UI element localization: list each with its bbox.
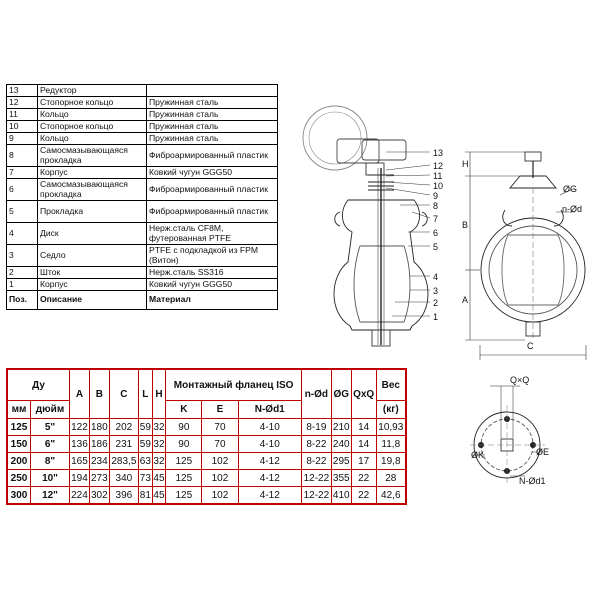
- specs-cell: 102: [201, 469, 239, 487]
- dim-nod-label: n-Ød: [562, 204, 582, 214]
- callout-12: 12: [433, 161, 443, 171]
- specs-cell: 42,6: [375, 486, 407, 505]
- specs-header-row-2: мм дюйм K E N-Ød1 (кг): [6, 400, 407, 419]
- callout-9: 9: [433, 191, 438, 201]
- callout-10: 10: [433, 181, 443, 191]
- flange-header: Монтажный фланец ISO: [165, 368, 302, 401]
- flange-ok-label: ØK: [471, 450, 484, 460]
- specs-header-row-1: Ду A B C L H Монтажный фланец ISO n-Ød Ø…: [6, 368, 407, 419]
- specs-cell: 12-22: [300, 486, 332, 505]
- specs-cell: 10": [30, 469, 70, 487]
- side-view: [465, 151, 587, 360]
- specs-cell: 4-12: [237, 469, 302, 487]
- parts-cell-mat: Фиброармированный пластик: [146, 200, 278, 223]
- callout-2: 2: [433, 298, 438, 308]
- flange-nod1-label: N-Ød1: [519, 476, 546, 486]
- specs-cell: 340: [108, 469, 140, 487]
- specs-cell: 19,8: [375, 452, 407, 470]
- specs-cell: 224: [69, 486, 90, 505]
- dim-og-label: ØG: [563, 184, 577, 194]
- specs-cell: 4-12: [237, 486, 302, 505]
- flange-oe-label: ØE: [536, 447, 549, 457]
- callout-4: 4: [433, 272, 438, 282]
- specs-cell: 12-22: [300, 469, 332, 487]
- specs-cell: 396: [108, 486, 140, 505]
- dim-a-label: A: [462, 295, 468, 305]
- callout-7: 7: [433, 214, 438, 224]
- gearbox: [336, 138, 380, 164]
- nod-header: n-Ød: [300, 368, 332, 419]
- dimension-lines: [465, 151, 587, 360]
- specs-table: Ду A B C L H Монтажный фланец ISO n-Ød Ø…: [6, 368, 407, 505]
- specs-cell: 202: [108, 418, 140, 436]
- callout-leaders: [385, 151, 431, 317]
- callout-8: 8: [433, 201, 438, 211]
- flange-view: [470, 385, 545, 485]
- specs-cell: 125: [165, 469, 203, 487]
- callout-11: 11: [433, 171, 442, 181]
- dim-b-label: B: [462, 220, 468, 230]
- parts-header-mat: Материал: [146, 290, 278, 310]
- specs-cell: 28: [375, 469, 407, 487]
- callout-6: 6: [433, 228, 438, 238]
- dim-c-label: C: [527, 341, 534, 351]
- parts-cell-desc: Самосмазывающаяся прокладка: [37, 178, 147, 201]
- callout-3: 3: [433, 286, 438, 296]
- qxq-header: QxQ: [350, 368, 377, 419]
- dim-h-label: H: [462, 159, 469, 169]
- callout-5: 5: [433, 242, 438, 252]
- callout-1: 1: [433, 312, 438, 322]
- specs-cell: 12": [30, 486, 70, 505]
- valve-body-outline: [333, 199, 429, 331]
- section-view: [302, 105, 431, 347]
- flange-qxq-label: Q×Q: [510, 375, 529, 385]
- gear-handwheel: [302, 105, 368, 171]
- weight-header: Вес: [375, 368, 407, 401]
- specs-cell: 231: [108, 435, 140, 453]
- callout-13: 13: [433, 148, 443, 158]
